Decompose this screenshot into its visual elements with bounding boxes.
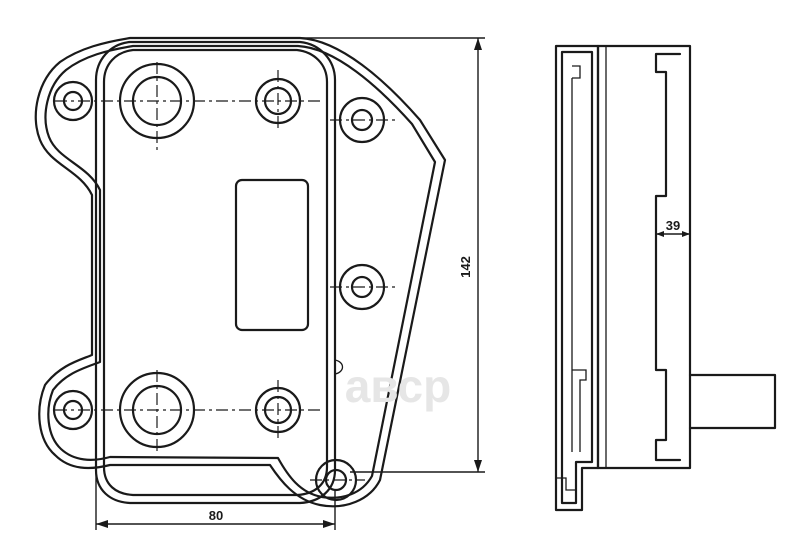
side-cooler-block xyxy=(596,44,692,470)
flange-outline-inner xyxy=(44,44,437,499)
mount-hole-top-left xyxy=(52,80,94,122)
side-flange-channel xyxy=(571,65,581,452)
mount-hole-right-top xyxy=(338,96,386,144)
front-view xyxy=(34,36,447,508)
side-flange-inner xyxy=(560,50,594,505)
side-flange-channel-2 xyxy=(572,369,587,452)
cooler-body-outer xyxy=(94,40,337,505)
mount-hole-bottom-right xyxy=(314,458,358,502)
depth-label: 39 xyxy=(666,218,680,233)
mount-hole-bottom-left xyxy=(52,389,94,431)
cooler-body-inner xyxy=(102,48,329,497)
port-top-small xyxy=(254,77,302,125)
mount-hole-right-mid xyxy=(338,263,386,311)
side-stepped-profile xyxy=(654,52,682,462)
dimension-depth: 39 xyxy=(656,218,690,237)
port-bottom-small xyxy=(254,386,302,434)
dimension-height: 142 xyxy=(300,37,485,473)
side-connector xyxy=(688,373,777,430)
port-bottom-large xyxy=(118,371,196,449)
port-top-large xyxy=(118,62,196,140)
center-window xyxy=(234,178,310,332)
dimension-width: 80 xyxy=(95,470,336,530)
side-foot-detail xyxy=(556,477,576,491)
height-label: 142 xyxy=(458,256,473,278)
flange-outline-outer xyxy=(34,36,447,508)
width-label: 80 xyxy=(209,508,223,523)
side-view xyxy=(554,44,777,512)
watermark-logo: авср xyxy=(345,360,451,412)
side-notch xyxy=(334,359,344,375)
